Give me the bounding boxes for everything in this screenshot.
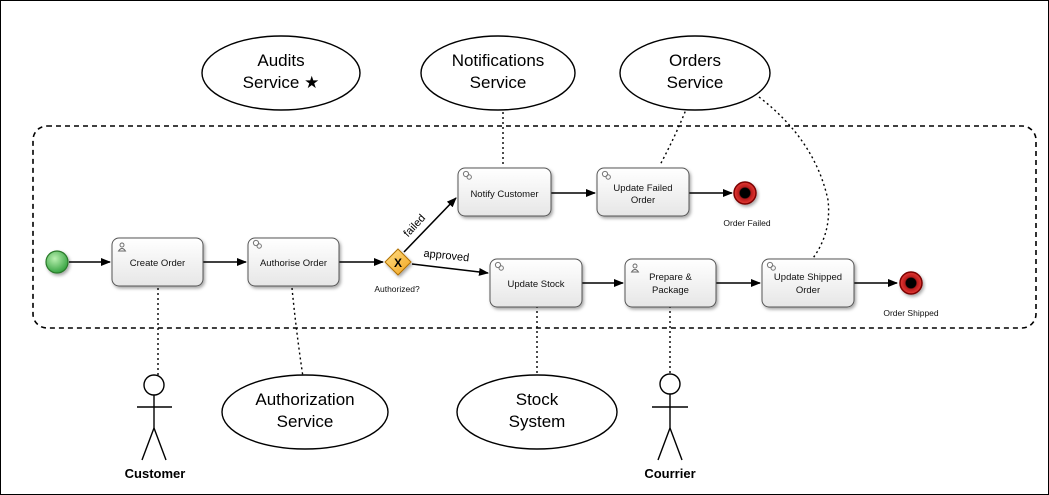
exclusive-gateway: X Authorized? [374, 248, 420, 294]
notifications-service-line1: Notifications [452, 51, 545, 70]
audits-service-line2: Service ★ [243, 73, 320, 92]
associations [157, 96, 830, 378]
task-update-shipped-order-line2: Order [796, 285, 820, 296]
end-event-failed: Order Failed [723, 181, 771, 228]
orders-service-line2: Service [667, 73, 724, 92]
stock-system-line1: Stock [516, 390, 559, 409]
task-update-stock: Update Stock [489, 258, 583, 308]
authorization-service: Authorization Service [221, 374, 389, 450]
task-update-failed-order: Update Failed Order [596, 167, 690, 217]
sequence-flows [69, 189, 898, 287]
task-update-stock-label: Update Stock [507, 279, 564, 290]
task-update-failed-order-line1: Update Failed [613, 183, 672, 194]
task-update-failed-order-line2: Order [631, 195, 655, 206]
end-event-shipped: Order Shipped [883, 271, 939, 318]
gateway-label: Authorized? [374, 284, 420, 294]
task-authorise-order-label: Authorise Order [260, 258, 327, 269]
orders-service: Orders Service [619, 35, 771, 111]
task-authorise-order: Authorise Order [247, 237, 340, 287]
process-boundary [32, 125, 1037, 329]
authorization-service-line1: Authorization [255, 390, 354, 409]
end-event-failed-label: Order Failed [723, 218, 771, 228]
audits-service-line1: Audits [257, 51, 304, 70]
task-create-order-label: Create Order [130, 258, 185, 269]
task-notify-customer-label: Notify Customer [470, 189, 538, 200]
actor-customer-label: Customer [125, 466, 186, 481]
authorization-service-line2: Service [277, 412, 334, 431]
audits-service: Audits Service ★ [201, 35, 361, 111]
gateway-x-icon: X [394, 256, 402, 270]
task-notify-customer: Notify Customer [457, 167, 552, 217]
orders-service-line1: Orders [669, 51, 721, 70]
task-prepare-package-line2: Package [652, 285, 689, 296]
end-event-shipped-label: Order Shipped [883, 308, 939, 318]
task-prepare-package: Prepare & Package [624, 258, 717, 308]
task-create-order: Create Order [111, 237, 204, 287]
stock-system: Stock System [456, 374, 618, 450]
notifications-service-line2: Service [470, 73, 527, 92]
actor-courrier-label: Courrier [644, 466, 695, 481]
edge-label-failed: failed [401, 212, 428, 239]
actor-courrier [652, 373, 688, 461]
actor-customer [137, 374, 172, 461]
task-update-shipped-order-line1: Update Shipped [774, 272, 842, 283]
stock-system-line2: System [509, 412, 566, 431]
task-prepare-package-line1: Prepare & [649, 272, 692, 283]
notifications-service: Notifications Service [420, 35, 576, 111]
start-event [45, 250, 69, 274]
task-update-shipped-order: Update Shipped Order [761, 258, 855, 308]
edge-label-approved: approved [423, 248, 470, 265]
